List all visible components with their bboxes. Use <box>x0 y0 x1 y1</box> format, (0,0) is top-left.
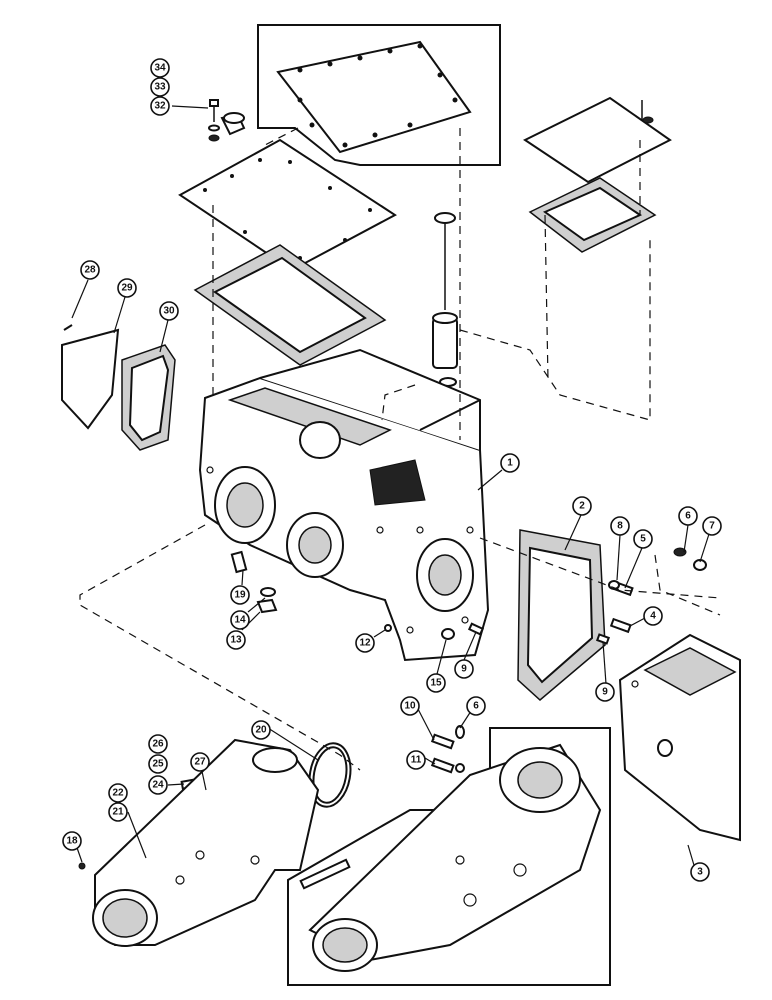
callout-6-bottom: 6 <box>466 696 486 716</box>
right-cover-plate <box>523 96 672 184</box>
svg-text:26: 26 <box>152 739 164 750</box>
svg-text:13: 13 <box>230 635 242 646</box>
callout-28: 28 <box>80 260 100 280</box>
callout-18: 18 <box>62 831 82 851</box>
svg-text:3: 3 <box>697 867 703 878</box>
svg-text:6: 6 <box>473 701 479 712</box>
callout-24: 24 <box>148 775 168 795</box>
svg-text:11: 11 <box>411 755 422 766</box>
svg-text:8: 8 <box>617 521 623 532</box>
svg-text:10: 10 <box>404 701 416 712</box>
svg-text:12: 12 <box>359 638 371 649</box>
svg-text:29: 29 <box>121 283 133 294</box>
svg-text:21: 21 <box>112 807 124 818</box>
svg-text:9: 9 <box>461 664 467 675</box>
callout-27: 27 <box>190 752 210 772</box>
callout-22: 22 <box>108 783 128 803</box>
callout-26: 26 <box>148 734 168 754</box>
svg-text:30: 30 <box>163 306 175 317</box>
inset-cover-plate-detail <box>257 24 501 166</box>
svg-text:9: 9 <box>602 687 608 698</box>
callout-11: 11 <box>406 750 426 770</box>
svg-text:27: 27 <box>194 757 206 768</box>
svg-text:1: 1 <box>507 458 513 469</box>
right-cover-gasket <box>528 177 657 253</box>
callout-12: 12 <box>355 633 375 653</box>
rear-housing-partial <box>618 633 741 842</box>
callout-9-center: 9 <box>454 659 474 679</box>
svg-text:34: 34 <box>154 63 166 74</box>
callout-9-right: 9 <box>595 682 615 702</box>
transmission-housing <box>198 348 490 662</box>
svg-text:20: 20 <box>255 725 267 736</box>
svg-text:2: 2 <box>579 501 585 512</box>
inset-axle-housing-detail <box>287 727 611 986</box>
callout-32: 32 <box>150 96 170 116</box>
callout-30: 30 <box>159 301 179 321</box>
svg-text:7: 7 <box>709 521 715 532</box>
callout-21: 21 <box>108 802 128 822</box>
svg-text:4: 4 <box>650 611 656 622</box>
callout-20: 20 <box>251 720 271 740</box>
callout-34: 34 <box>150 58 170 78</box>
svg-text:18: 18 <box>66 836 78 847</box>
svg-text:6: 6 <box>685 511 691 522</box>
callout-4: 4 <box>643 606 663 626</box>
svg-text:25: 25 <box>152 759 164 770</box>
svg-text:15: 15 <box>430 678 442 689</box>
top-cover-gasket <box>193 244 387 366</box>
leader-lines <box>71 105 710 873</box>
o-ring <box>308 742 352 808</box>
svg-text:24: 24 <box>152 780 164 791</box>
callout-19: 19 <box>230 585 250 605</box>
callout-8: 8 <box>610 516 630 536</box>
callout-14: 14 <box>230 610 250 630</box>
svg-text:22: 22 <box>112 788 124 799</box>
callout-6-top: 6 <box>678 506 698 526</box>
callout-25: 25 <box>148 754 168 774</box>
callout-10: 10 <box>400 696 420 716</box>
callout-13: 13 <box>226 630 246 650</box>
bolt-washer-breather <box>208 99 246 142</box>
callout-2: 2 <box>572 496 592 516</box>
callout-7: 7 <box>702 516 722 536</box>
callout-5: 5 <box>633 529 653 549</box>
shift-rod-assembly <box>432 212 458 387</box>
callout-3: 3 <box>690 862 710 882</box>
callout-15: 15 <box>426 673 446 693</box>
rear-gasket <box>517 529 606 701</box>
svg-text:33: 33 <box>154 82 166 93</box>
callout-1: 1 <box>500 453 520 473</box>
top-cover-plate <box>178 138 397 272</box>
svg-text:32: 32 <box>154 101 166 112</box>
svg-text:14: 14 <box>234 615 246 626</box>
callout-33: 33 <box>150 77 170 97</box>
alignment-lines <box>79 127 721 771</box>
side-cover-plate <box>61 324 120 430</box>
svg-text:28: 28 <box>84 265 96 276</box>
callout-29: 29 <box>117 278 137 298</box>
svg-text:5: 5 <box>640 534 646 545</box>
side-cover-gasket <box>121 344 176 451</box>
axle-housing-left <box>92 738 320 947</box>
svg-text:19: 19 <box>234 590 246 601</box>
